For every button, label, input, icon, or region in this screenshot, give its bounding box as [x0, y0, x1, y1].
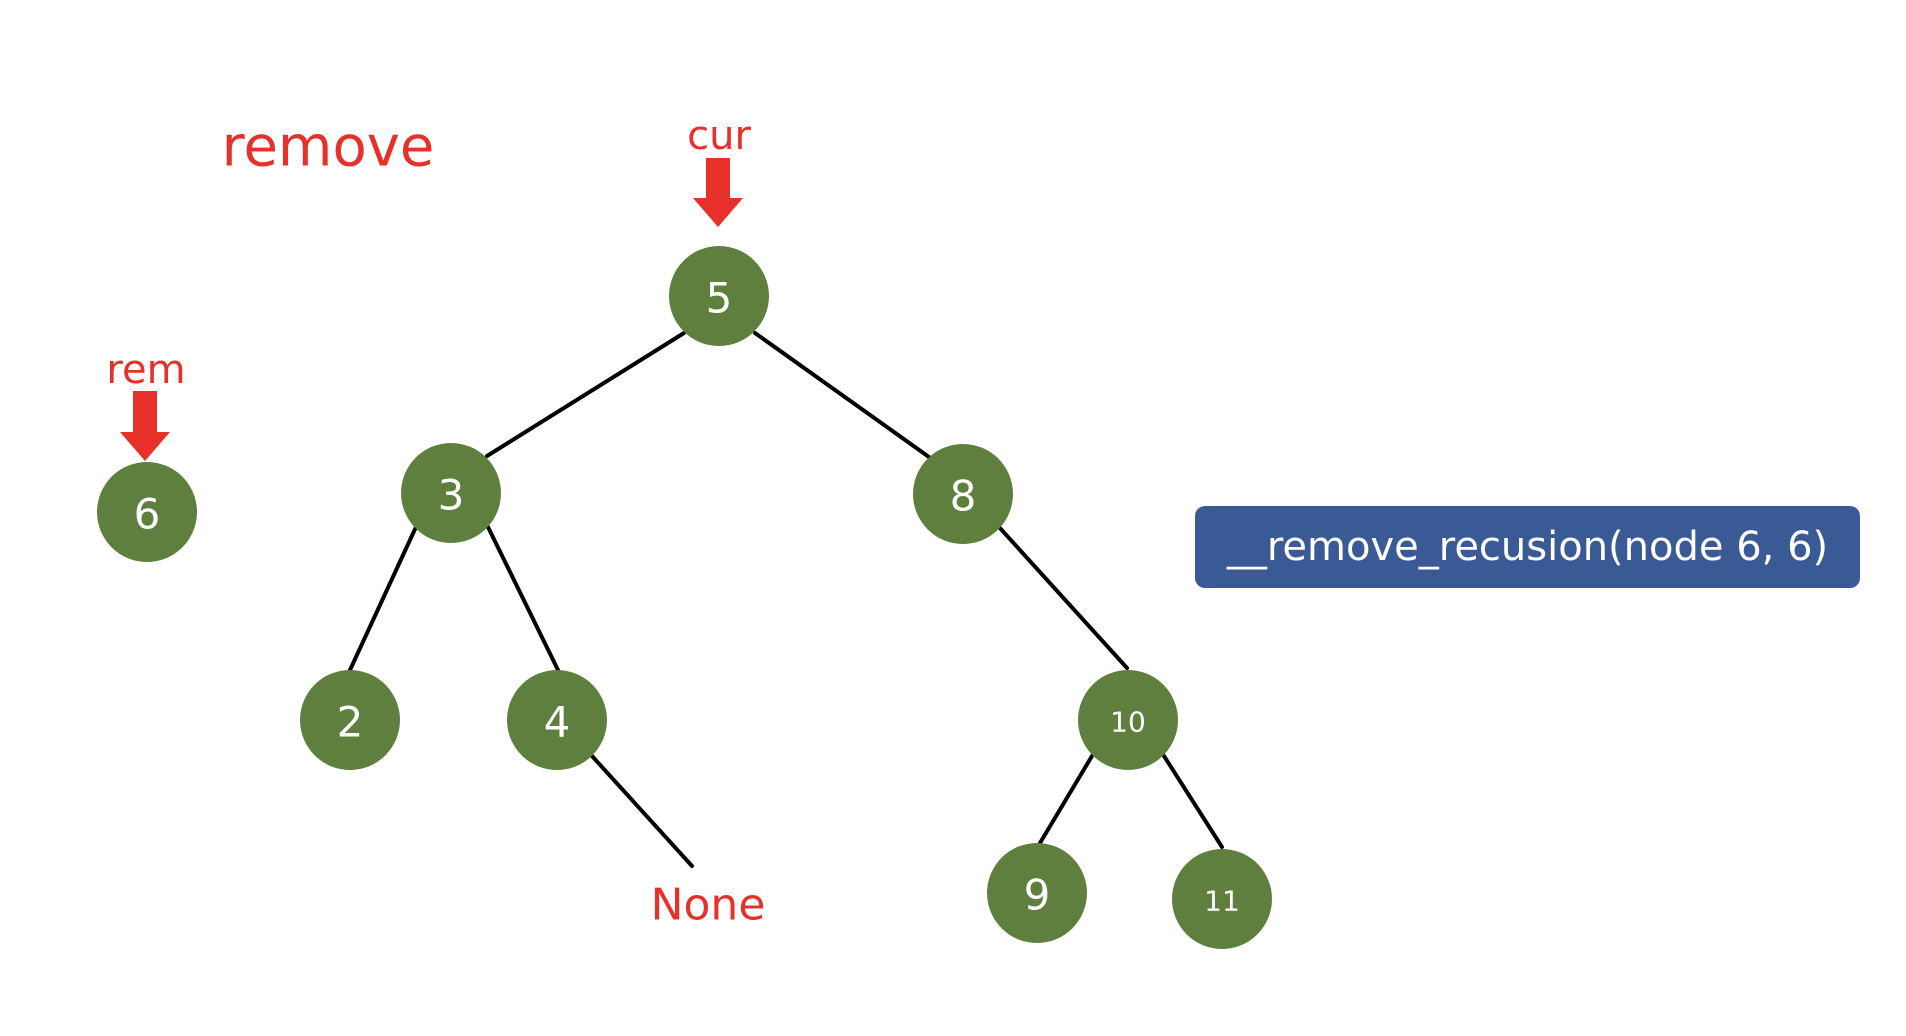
tree-node: 5 — [669, 246, 769, 346]
rem-arrow-icon — [120, 391, 170, 461]
tree-node: 8 — [913, 444, 1013, 544]
none-label: None — [651, 880, 766, 931]
edge-3-2 — [348, 525, 418, 672]
tree-node: 10 — [1078, 670, 1178, 770]
recursion-call-box: __remove_recusion(node 6, 6) — [1195, 506, 1860, 588]
tree-node: 9 — [987, 843, 1087, 943]
node-circle — [97, 462, 197, 562]
node-value: 5 — [706, 274, 733, 323]
node-circle — [401, 443, 501, 543]
edge-10-11 — [1162, 754, 1224, 849]
node-circle — [1172, 849, 1272, 949]
tree-edges — [348, 331, 1224, 868]
node-value: 9 — [1024, 871, 1051, 920]
edge-10-9 — [1038, 754, 1094, 845]
node-value: 4 — [544, 698, 571, 747]
edge-5-3 — [485, 331, 686, 458]
node-value: 6 — [134, 490, 161, 539]
node-circle — [913, 444, 1013, 544]
recursion-call-text: __remove_recusion(node 6, 6) — [1226, 524, 1829, 570]
tree-node: 4 — [507, 670, 607, 770]
node-value: 8 — [950, 472, 977, 521]
node-circle — [507, 670, 607, 770]
node-value: 11 — [1204, 885, 1240, 918]
edge-4-none — [590, 754, 694, 868]
cur-arrow-icon — [693, 158, 743, 227]
edge-8-10 — [997, 525, 1129, 670]
tree-node: 11 — [1172, 849, 1272, 949]
node-circle — [987, 843, 1087, 943]
node-circle — [300, 670, 400, 770]
tree-node: 3 — [401, 443, 501, 543]
node-value: 2 — [337, 698, 364, 747]
node-value: 10 — [1110, 706, 1146, 739]
node-circle — [669, 246, 769, 346]
rem-label: rem — [106, 347, 185, 393]
edge-5-8 — [753, 331, 931, 459]
edge-3-4 — [486, 525, 560, 672]
cur-pointer: cur — [687, 113, 751, 227]
page-title: remove — [222, 115, 435, 180]
node-circle — [1078, 670, 1178, 770]
tree-node: 2 — [300, 670, 400, 770]
cur-label: cur — [687, 113, 751, 159]
removed-node: 6 — [97, 462, 197, 562]
node-value: 3 — [438, 471, 465, 520]
rem-pointer: rem — [106, 347, 186, 461]
